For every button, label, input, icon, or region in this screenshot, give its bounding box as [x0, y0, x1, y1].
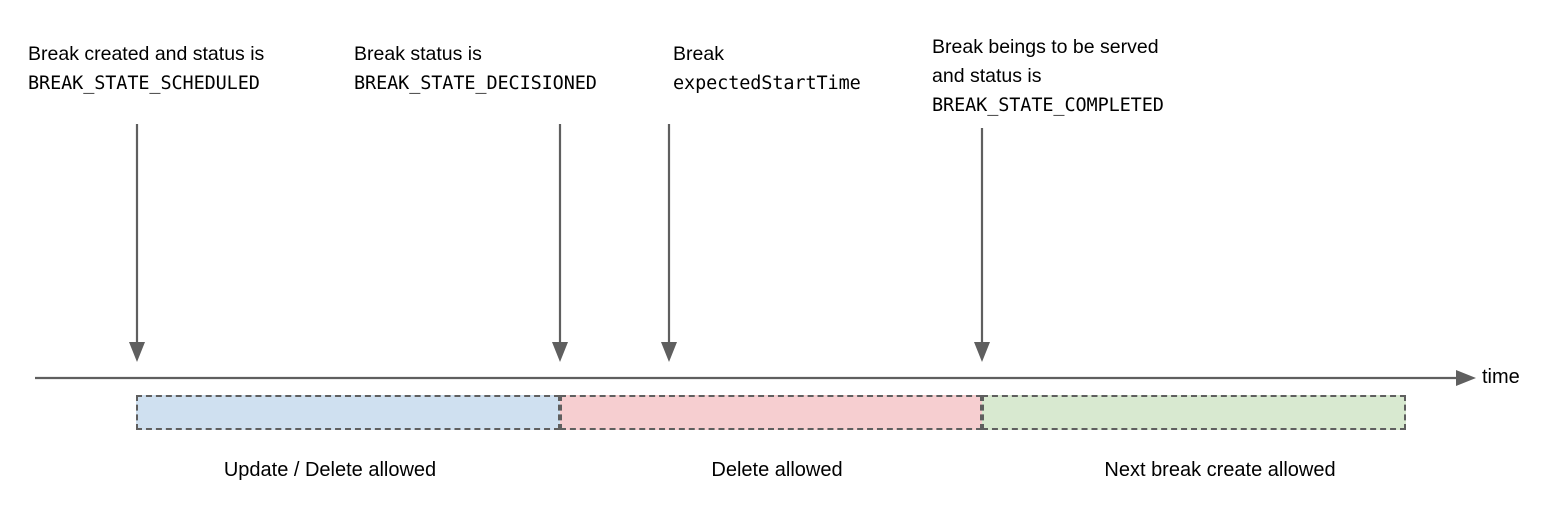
phase-bar-next-break	[982, 395, 1406, 430]
event-label-decisioned: Break status is BREAK_STATE_DECISIONED	[354, 40, 597, 98]
event-label-scheduled-prose: Break created and status is	[28, 43, 265, 65]
event-arrow-completed-icon	[974, 128, 990, 362]
phase-caption-next-break: Next break create allowed	[1104, 459, 1336, 481]
event-arrow-expected-start-time-icon	[661, 124, 677, 362]
event-label-expected-start-time-prose: Break	[673, 43, 724, 65]
event-arrow-decisioned-icon	[552, 124, 568, 362]
event-label-scheduled: Break created and status is BREAK_STATE_…	[28, 40, 264, 98]
event-label-expected-start-time-code: expectedStartTime	[673, 73, 861, 94]
time-axis-label: time	[1482, 366, 1520, 388]
event-label-decisioned-prose: Break status is	[354, 43, 482, 65]
phase-caption-delete-only: Delete allowed	[711, 459, 843, 481]
event-label-completed-prose-line1: Break beings to be served	[932, 36, 1159, 58]
event-arrow-scheduled-icon	[129, 124, 145, 362]
event-label-decisioned-code: BREAK_STATE_DECISIONED	[354, 73, 597, 94]
phase-caption-update-delete: Update / Delete allowed	[223, 459, 437, 481]
event-label-scheduled-code: BREAK_STATE_SCHEDULED	[28, 73, 260, 94]
phase-bar-update-delete	[136, 395, 560, 430]
event-label-completed-prose-line2: and status is	[932, 65, 1042, 87]
event-label-completed-code: BREAK_STATE_COMPLETED	[932, 95, 1164, 116]
event-label-expected-start-time: Break expectedStartTime	[673, 40, 861, 98]
event-label-completed: Break beings to be served and status is …	[932, 33, 1164, 120]
timeline-axis-icon	[35, 370, 1476, 386]
phase-bar-delete-only	[560, 395, 982, 430]
